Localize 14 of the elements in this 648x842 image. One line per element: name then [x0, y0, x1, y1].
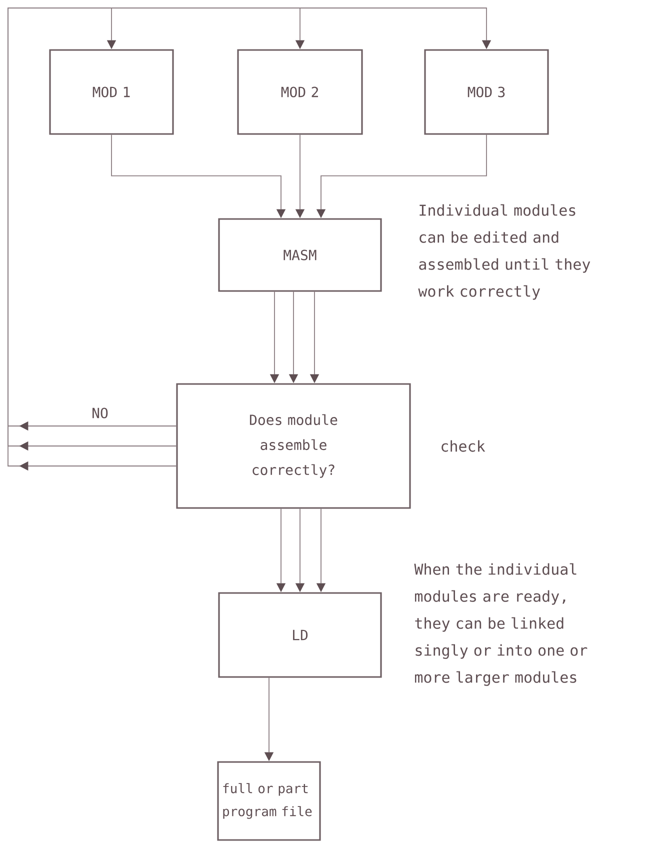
- arrow: [8, 8, 177, 431]
- arrow: [8, 8, 305, 451]
- process-box: full or part program file: [217, 761, 321, 841]
- arrow: [8, 8, 492, 471]
- process-box: MOD 2: [237, 49, 363, 135]
- annotation-text: check: [442, 440, 486, 452]
- process-box: Does module assemble correctly?: [176, 383, 411, 509]
- annotation-text: Individual modules can be edited and assembled until they work correctly: [418, 204, 590, 300]
- process-box: MOD 1: [49, 49, 174, 135]
- edge-label: NO: [90, 406, 110, 420]
- annotation-text: When the individual modules are ready, they can be linked singly or into one or more larger modules: [414, 563, 588, 686]
- process-box: MASM: [218, 218, 382, 292]
- process-box: LD: [218, 592, 382, 678]
- process-box: MOD 3: [424, 49, 549, 135]
